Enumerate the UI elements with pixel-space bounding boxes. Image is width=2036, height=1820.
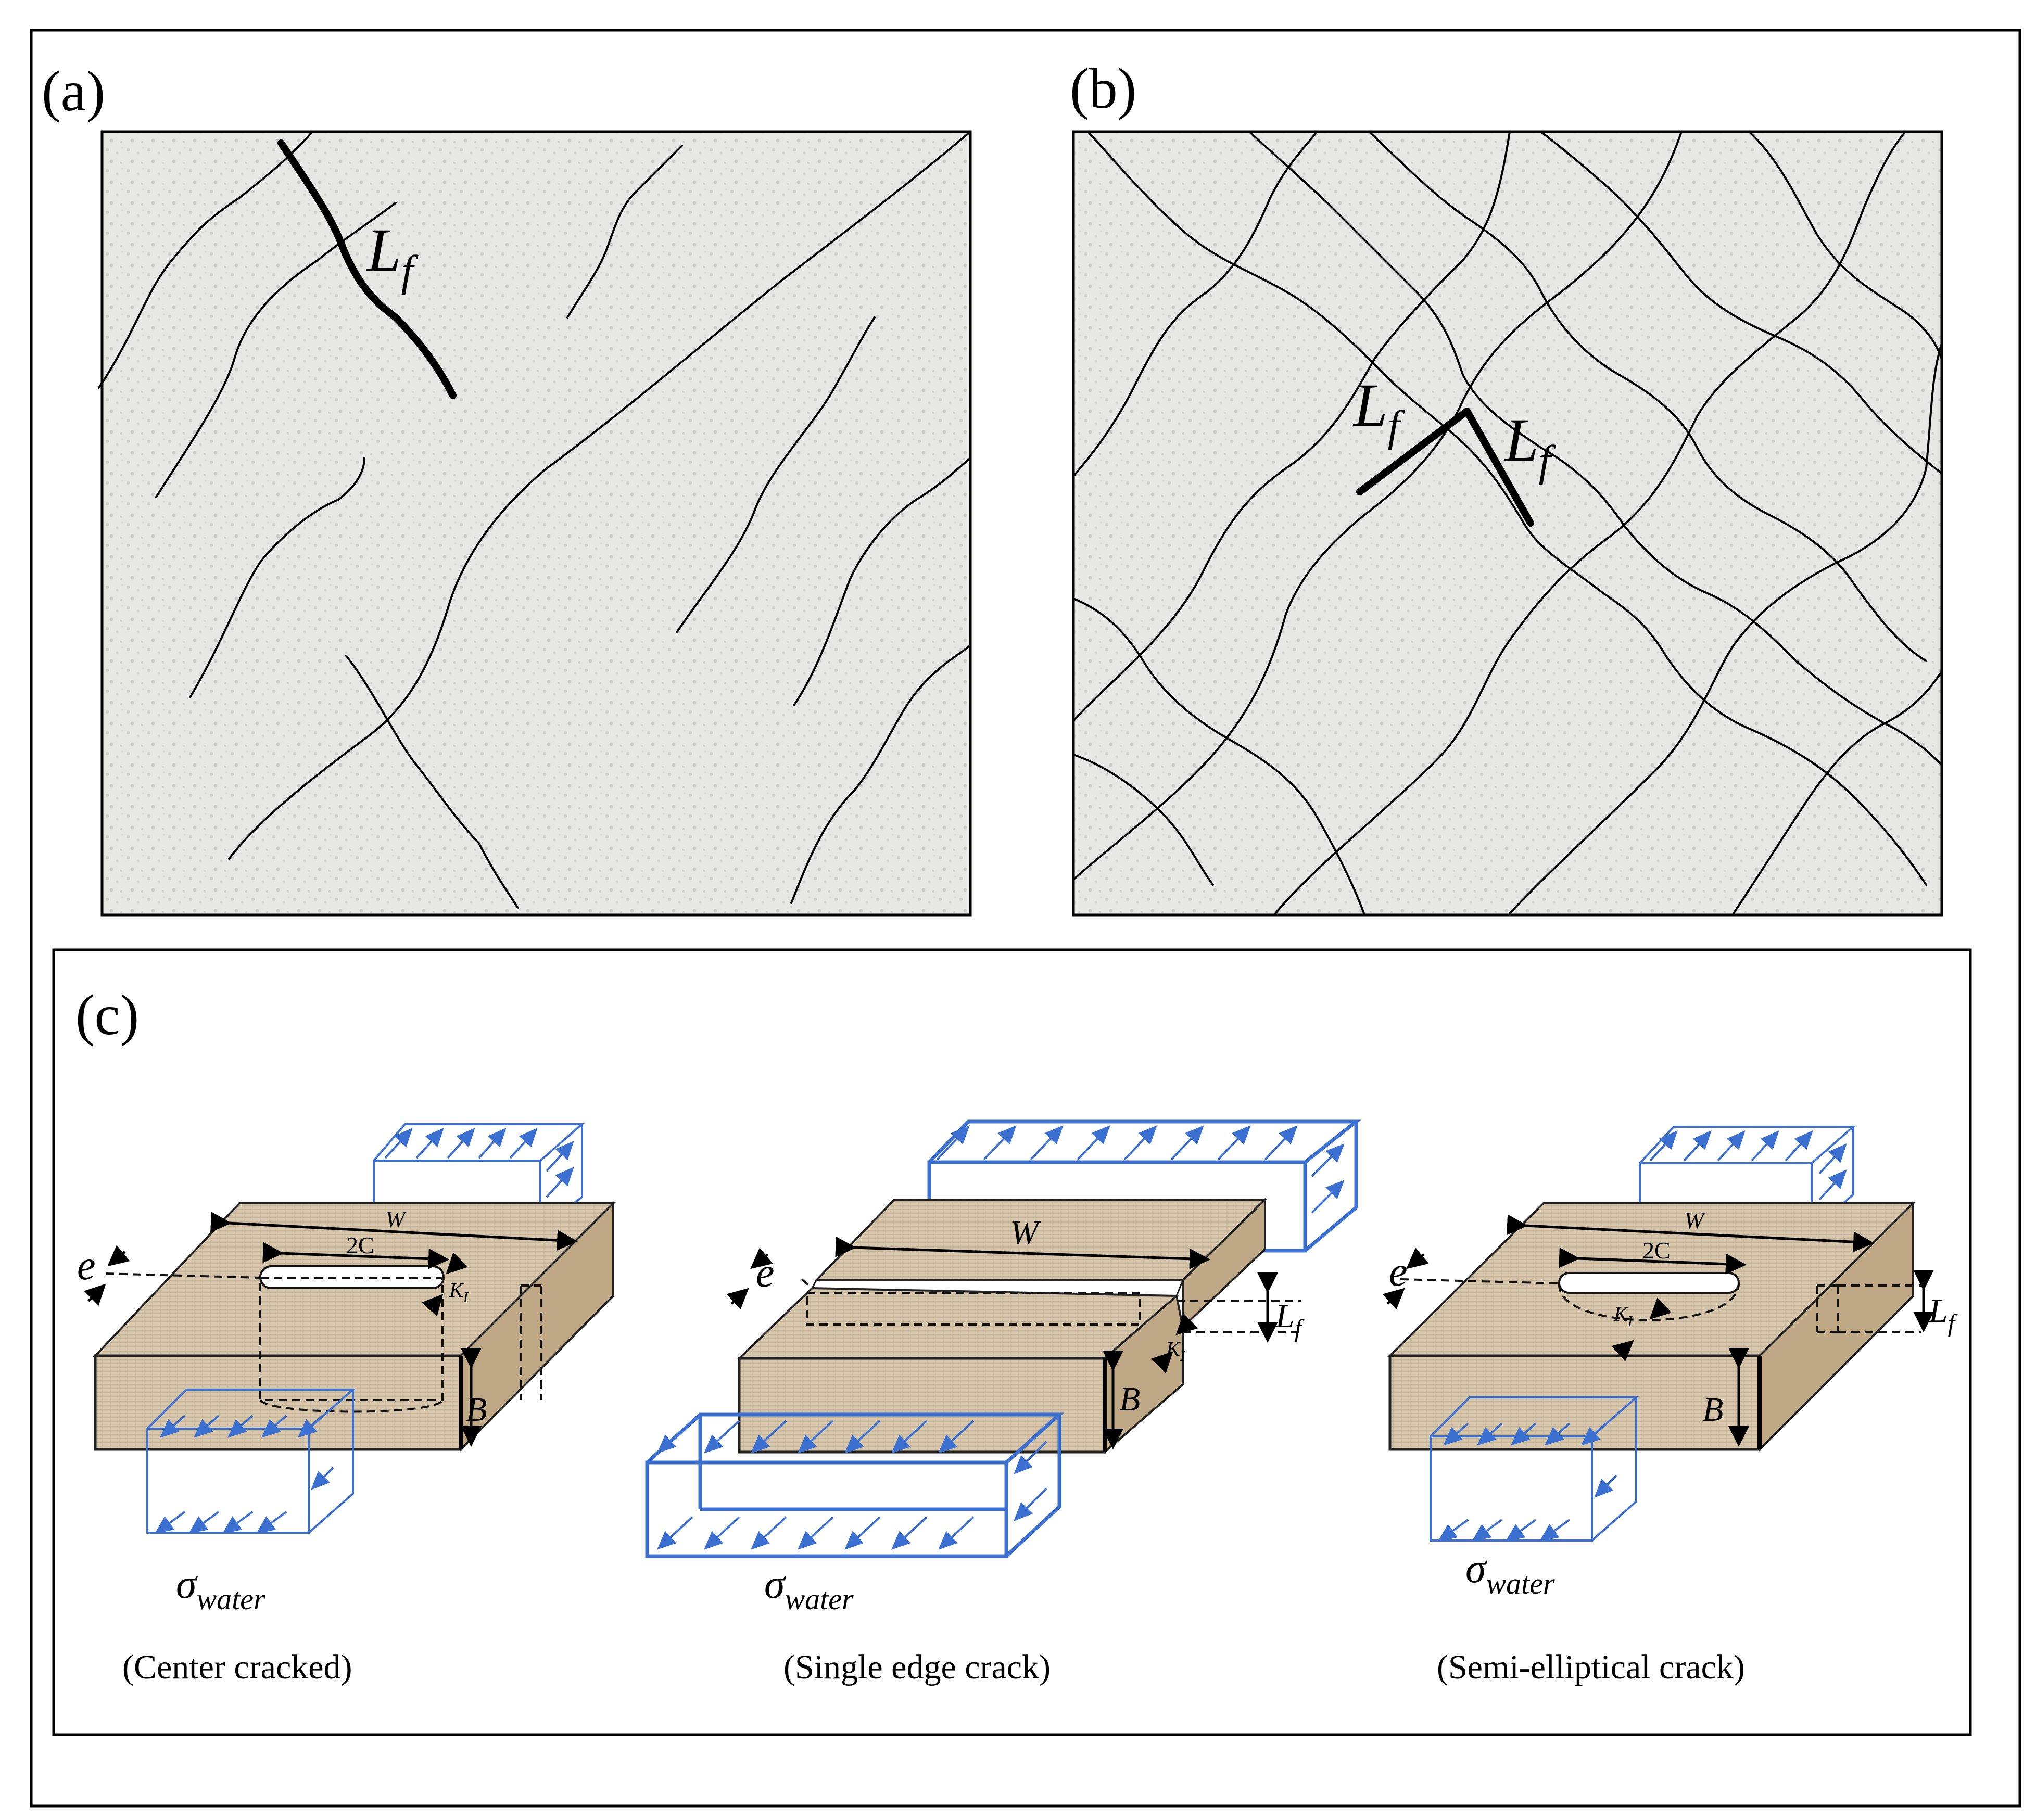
label-sigma: σwater (764, 1561, 854, 1616)
dim-2c (1559, 1247, 1747, 1275)
panel-b-concrete (1072, 130, 1943, 917)
specimen-front (94, 1354, 462, 1451)
label-lf: Lf (1275, 1297, 1305, 1342)
panel-a-lf-crack (277, 139, 457, 399)
panel-b: (b) Lf Lf (1070, 57, 1943, 917)
crack (1368, 131, 1927, 662)
crack (566, 145, 683, 319)
panel-a: (a) Lf (42, 59, 972, 917)
crack (1072, 754, 1214, 886)
crack (1248, 131, 1943, 766)
caption-semi-elliptical-crack: (Semi-elliptical crack) (1437, 1648, 1745, 1686)
panel-c-label: (c) (75, 983, 139, 1047)
dim-w (210, 1212, 578, 1251)
panel-a-concrete (100, 130, 972, 917)
label-2c: 2C (1642, 1237, 1671, 1264)
dim-w (1507, 1214, 1874, 1253)
crack (1540, 131, 1943, 475)
crack (189, 457, 365, 698)
panel-a-cracks (98, 131, 971, 909)
label-e: e (1389, 1249, 1408, 1295)
semi-elliptical-crack-slot (1558, 1272, 1740, 1294)
specimen-back-side (1182, 1197, 1266, 1330)
crack (228, 131, 971, 860)
crack (1087, 131, 1927, 886)
crack (345, 655, 519, 909)
label-2c: 2C (346, 1232, 374, 1258)
crack (1072, 131, 1683, 881)
label-k: KI (1166, 1337, 1186, 1365)
panel-b-lf-crack-right (1463, 408, 1534, 527)
panel-b-lf-crack-left (1356, 408, 1471, 495)
panel-c-frame (52, 948, 1972, 1736)
label-w: W (1010, 1214, 1041, 1252)
panel-c: (c) (52, 948, 1972, 1736)
label-b: B (1119, 1380, 1140, 1418)
panel-a-label: (a) (42, 59, 105, 123)
crack (155, 202, 397, 498)
specimen-front (738, 1357, 1106, 1454)
caption-center-cracked: (Center cracked) (122, 1648, 352, 1686)
specimen-top (737, 1287, 1180, 1359)
outer-frame (30, 29, 2021, 1808)
crack (1748, 131, 1943, 360)
label-e: e (756, 1250, 775, 1296)
label-e: e (77, 1243, 96, 1289)
load-box-bottom (645, 1412, 1065, 1558)
crack (98, 131, 313, 389)
label-w: W (1684, 1207, 1706, 1233)
label-sigma: σwater (176, 1561, 265, 1616)
panel-b-lf-label-left: Lf (1352, 371, 1406, 450)
label-b: B (1702, 1391, 1723, 1429)
label-b: B (466, 1391, 487, 1429)
label-lf: Lf (1928, 1292, 1958, 1337)
load-box-top (373, 1123, 585, 1229)
crack (1072, 131, 1318, 477)
diagram-center-cracked: W 2C e KI B (77, 1123, 616, 1686)
crack (1733, 670, 1943, 914)
caption-single-edge-crack: (Single edge crack) (783, 1648, 1051, 1686)
crack (1072, 597, 1365, 914)
panel-b-lf-label-right: Lf (1503, 406, 1557, 485)
load-box-bottom (146, 1389, 356, 1534)
panel-b-label: (b) (1070, 57, 1136, 120)
crack (793, 457, 971, 706)
crack (1274, 131, 1906, 914)
label-k: KI (1613, 1302, 1634, 1330)
load-box-bottom (1430, 1396, 1639, 1542)
label-sigma: σwater (1465, 1546, 1555, 1600)
crack (676, 316, 876, 633)
dim-2c (262, 1242, 449, 1269)
diagram-single-edge-crack: W e Lf KI B (645, 1119, 1362, 1686)
label-w: W (385, 1206, 407, 1232)
panel-b-cracks (1072, 131, 1943, 914)
diagram-semi-elliptical-crack: W 2C e KI Lf B (1382, 1126, 1958, 1686)
dim-w (835, 1236, 1210, 1269)
label-k: KI (449, 1278, 469, 1306)
crack (1072, 131, 1511, 722)
crack (790, 644, 971, 904)
